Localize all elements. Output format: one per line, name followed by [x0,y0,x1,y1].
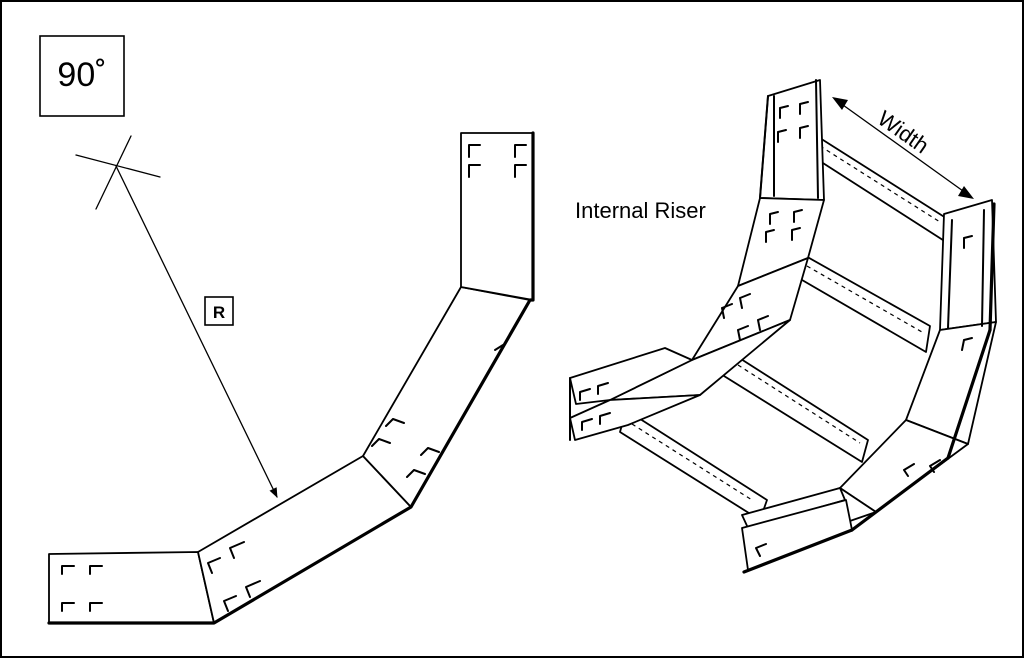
radius-arrow [115,165,278,498]
riser-side-view [47,131,535,625]
angle-label: 90˚ [57,56,106,94]
angle-label-box: 90˚ [39,35,125,117]
radius-label: R [213,303,225,322]
radius-label-box: R [204,296,234,326]
width-label: Width [873,106,933,159]
radius-center-mark [75,135,161,210]
riser-isometric-view [569,79,997,574]
width-dimension: Width [832,97,974,199]
internal-riser-label: Internal Riser [575,198,706,223]
